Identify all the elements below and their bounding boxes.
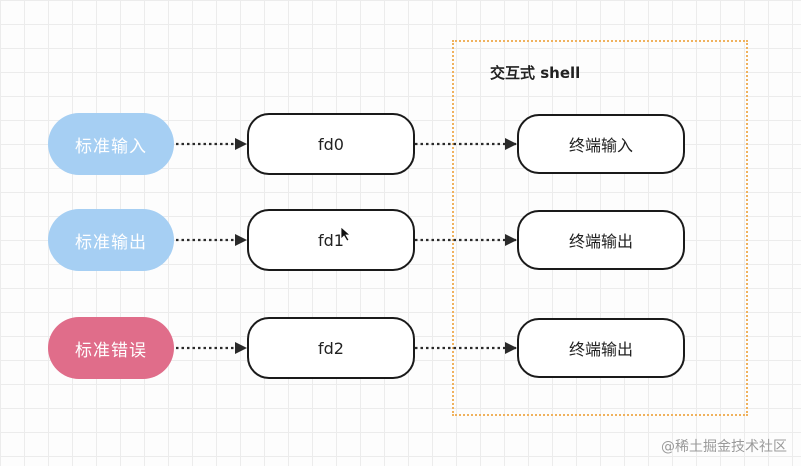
watermark: @稀土掘金技术社区 — [661, 439, 787, 455]
source-stderr: 标准错误 — [48, 317, 174, 379]
terminal-input-box: 终端输入 — [517, 114, 685, 174]
mouse-cursor-icon — [340, 226, 352, 242]
terminal-output-box: 终端输出 — [517, 210, 685, 270]
fd1-box: fd1 — [247, 209, 415, 271]
fd2-box: fd2 — [247, 317, 415, 379]
fd0-box: fd0 — [247, 113, 415, 175]
terminal-error-output-box: 终端输出 — [517, 318, 685, 378]
source-stdin: 标准输入 — [48, 113, 174, 175]
interactive-shell-group — [452, 40, 748, 416]
shell-title: 交互式 shell — [490, 64, 581, 82]
source-stdout: 标准输出 — [48, 209, 174, 271]
